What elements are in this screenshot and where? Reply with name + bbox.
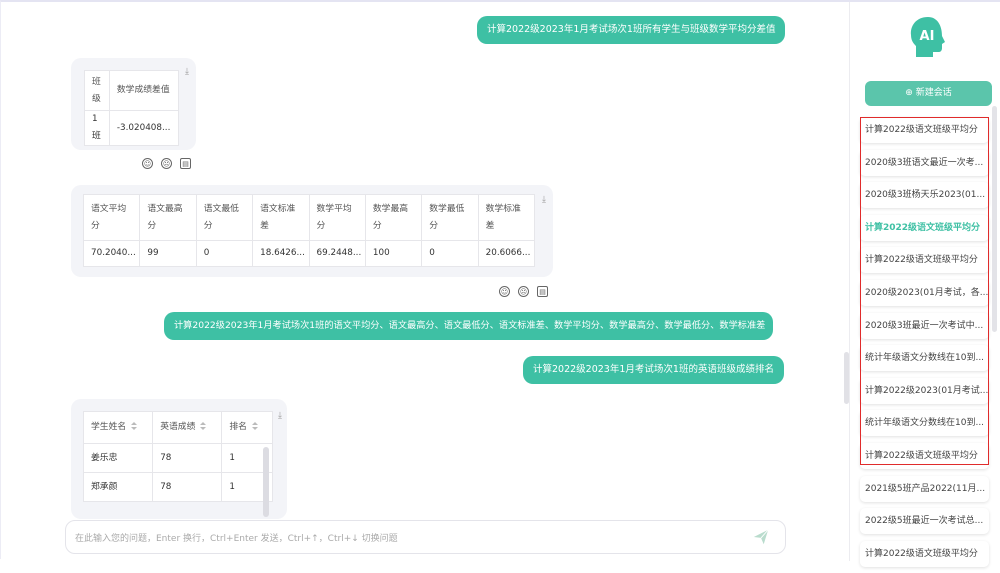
table-cell: -3.020408... [108,110,180,146]
table-cell: 100 [364,240,423,267]
table-cell: 69.2448... [308,240,366,267]
table-header: 班级 [84,70,110,111]
user-message-1: 计算2022级2023年1月考试场次1班所有学生与班级数学平均分差值 [477,16,786,44]
table-header: 语文标准差 [252,194,310,241]
thumbs-down-icon[interactable]: ☹ [518,286,529,297]
table-row: 1班 -3.020408... [84,110,180,146]
sort-icon[interactable] [131,422,138,431]
logo-text: AI [920,29,935,44]
new-chat-button[interactable]: ⊕ 新建会话 [865,81,992,106]
table-header[interactable]: 排名 [221,411,273,444]
download-icon[interactable]: ⤓ [278,411,282,421]
table-header: 数学平均分 [308,194,366,241]
conversation-item[interactable]: 2022级5班最近一次考试总... [860,508,989,535]
table-header: 数学标准差 [477,194,536,241]
thumbs-up-icon[interactable]: ☺ [142,158,153,169]
question-input[interactable]: 在此输入您的问题，Enter 换行，Ctrl+Enter 发送，Ctrl+↑，C… [65,520,786,554]
conversation-item[interactable]: 统计年级语文分数线在10到... [860,410,989,437]
conversation-item[interactable]: 2020级3班最近一次考试中... [860,312,989,339]
table-cell: 70.2040... [82,240,141,267]
table-cell: 99 [139,240,197,267]
table-cell: 78 [152,472,223,502]
table-header: 数学成绩差值 [108,70,180,111]
download-icon[interactable]: ⤓ [542,195,546,205]
ai-head-logo: AI [910,17,945,57]
message-actions-1: ☺ ☹ ▤ [142,158,191,169]
new-chat-label: 新建会话 [915,88,952,98]
column-title: 排名 [229,422,247,432]
table-scrollbar[interactable] [263,447,269,517]
column-title: 英语成绩 [160,422,196,432]
conversation-item[interactable]: 2020级3班语文最近一次考... [860,149,989,176]
conversation-item-active[interactable]: 计算2022级语文班级平均分 [860,214,989,241]
message-actions-2: ☺ ☹ ▤ [499,286,548,297]
chat-area: 计算2022级2023年1月考试场次1班所有学生与班级数学平均分差值 ⤓ 班级 … [1,2,849,561]
result-card-2: ⤓ 语文平均分 语文最高分 语文最低分 语文标准差 数学平均分 数学最高分 数学… [71,185,553,277]
conversation-item[interactable]: 计算2022级2023(01月考试... [860,377,989,404]
copy-icon[interactable]: ▤ [537,286,548,297]
user-message-3: 计算2022级2023年1月考试场次1班的英语班级成绩排名 [523,356,784,384]
table-header[interactable]: 学生姓名 [82,411,154,444]
conversation-item[interactable]: 计算2022级语文班级平均分 [860,247,989,274]
table-cell: 78 [152,443,223,473]
input-placeholder: 在此输入您的问题，Enter 换行，Ctrl+Enter 发送，Ctrl+↑，C… [75,534,398,544]
table-row: 姜乐忠 78 1 [82,443,273,473]
copy-icon[interactable]: ▤ [180,158,191,169]
user-message-2: 计算2022级2023年1月考试场次1班的语文平均分、语文最高分、语文最低分、语… [164,312,773,340]
result-table-1: 班级 数学成绩差值 1班 -3.020408... [84,70,180,146]
sort-icon[interactable] [251,422,258,431]
table-cell: 20.6066... [477,240,536,267]
table-cell: 姜乐忠 [82,443,154,473]
conversation-item[interactable]: 2021级5班产品2022(11月... [860,475,989,502]
table-cell: 0 [421,240,479,267]
result-card-1: ⤓ 班级 数学成绩差值 1班 -3.020408... [71,58,196,150]
table-header[interactable]: 英语成绩 [152,411,223,444]
send-icon[interactable] [752,528,770,546]
table-header: 数学最高分 [364,194,423,241]
table-row: 郑承颜 78 1 [82,472,273,502]
table-cell: 郑承颜 [82,472,154,502]
result-table-2: 语文平均分 语文最高分 语文最低分 语文标准差 数学平均分 数学最高分 数学最低… [82,194,536,267]
result-table-3: 学生姓名 英语成绩 排名 姜乐忠 78 1 郑承颜 78 1 [82,411,273,502]
table-header: 语文最高分 [139,194,197,241]
conversation-item[interactable]: 计算2022级语文班级平均分 [860,540,989,567]
sort-icon[interactable] [200,422,207,431]
download-icon[interactable]: ⤓ [185,67,189,77]
table-header: 语文平均分 [82,194,141,241]
result-card-3: ⤓ 学生姓名 英语成绩 排名 姜乐忠 78 1 郑承颜 78 1 [71,399,287,519]
column-title: 学生姓名 [91,422,127,432]
thumbs-down-icon[interactable]: ☹ [161,158,172,169]
table-row: 70.2040... 99 0 18.6426... 69.2448... 10… [82,240,536,267]
conversation-item[interactable]: 2020级3班杨天乐2023(01... [860,182,989,209]
conversation-item[interactable]: 2020级2023(01月考试，各... [860,279,989,306]
thumbs-up-icon[interactable]: ☺ [499,286,510,297]
conversation-item[interactable]: 计算2022级语文班级平均分 [860,117,989,143]
sidebar: AI ⊕ 新建会话 计算2022级语文班级平均分 2020级3班语文最近一次考.… [849,2,1000,567]
conversation-item[interactable]: 统计年级语文分数线在10到... [860,345,989,372]
plus-circle-icon: ⊕ [905,88,913,98]
table-header: 数学最低分 [421,194,479,241]
chat-scrollbar[interactable] [844,352,849,404]
sidebar-scrollbar[interactable] [992,106,997,332]
conversation-item[interactable]: 计算2022级语文班级平均分 [860,442,989,469]
table-cell: 18.6426... [252,240,310,267]
table-cell: 0 [195,240,254,267]
table-header: 语文最低分 [195,194,254,241]
conversation-list: 计算2022级语文班级平均分 2020级3班语文最近一次考... 2020级3班… [860,117,989,573]
table-cell: 1班 [84,110,110,146]
